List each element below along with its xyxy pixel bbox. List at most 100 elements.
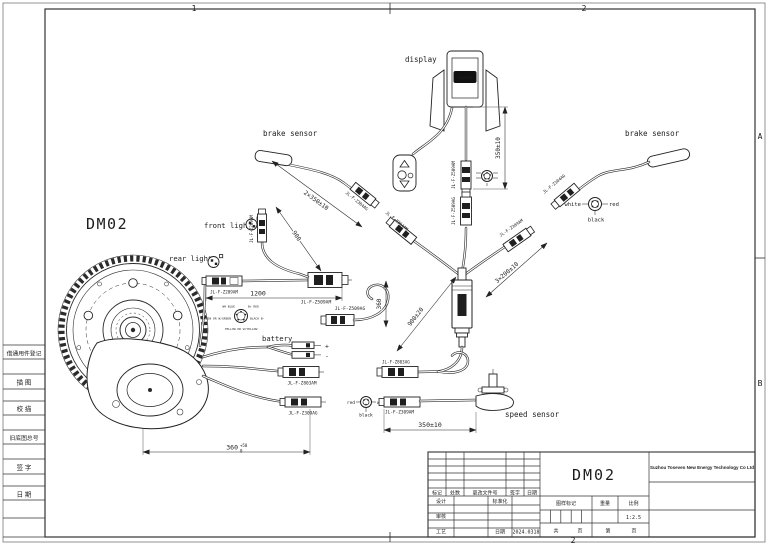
- speed-pinout: red white black: [347, 396, 391, 419]
- connector-front-light-code: JL-F-Z209AM: [249, 215, 254, 243]
- display-bracket-right: [485, 69, 501, 132]
- motor-pinout: WH BLUE B+ RED GREEN OR W/GREEN BLACK B-…: [202, 305, 265, 332]
- dim-2x350-text: 2×350±10: [302, 189, 330, 212]
- connector-battery-male: [277, 366, 324, 378]
- sidebar-row-date: 日 期: [17, 491, 32, 499]
- tb-scale: 比例: [628, 500, 638, 507]
- front-light-label: front light: [204, 221, 252, 230]
- brake-right-pin-white: white: [564, 202, 581, 208]
- battery-lug-minus: [291, 351, 315, 359]
- tb-sheet-no-page: 页: [631, 529, 636, 535]
- display-logo: TOSEVEN: [457, 76, 473, 80]
- dim-speed-350: 350±10: [383, 409, 477, 433]
- motor-pinout-yellow: YELLOW OR W/YELLOW: [225, 327, 258, 331]
- dim-branch-3x200: [485, 242, 548, 298]
- connector-speed-female: [279, 396, 326, 408]
- harness-splitter: JL-F-Z304AM JL-F-Z304AM 3×200±10 900±20 …: [376, 210, 548, 378]
- tb-check: 审核: [436, 513, 446, 520]
- connector-rear-light-code: JL-F-Z209AM: [210, 290, 238, 295]
- display-logo-plate: [453, 71, 477, 83]
- display-assembly: display TOSEVEN JL-F-Z509AM 35: [392, 50, 508, 226]
- zone-number-top-2: 2: [582, 4, 587, 13]
- tb-scale-value: 1:2.5: [626, 515, 641, 521]
- tb-design: 设计: [436, 498, 446, 505]
- tb-date-value: 2024.0318: [512, 530, 539, 536]
- connector-main-female: [320, 314, 355, 326]
- trunk-lower-cable: [416, 345, 464, 374]
- connector-speed-male-code: JL-F-Z309AM: [385, 410, 414, 416]
- battery-cable: [201, 345, 270, 359]
- remote-up-button: [399, 159, 410, 168]
- main-connector-group: JL-F-Z509AM JL-F-Z509AG 360 1200: [205, 272, 390, 328]
- rear-light-icon: [207, 254, 224, 268]
- tb-rev-date: 日期: [527, 490, 537, 496]
- tb-sheet-no: 第: [605, 528, 610, 535]
- model-label: DM02: [86, 215, 128, 233]
- motor-pinout-green: GREEN OR W/GREEN: [202, 317, 231, 321]
- brake-sensor-left: brake sensor JL-F-Z304AG 2×350±10: [254, 129, 380, 228]
- connector-display-male: [460, 160, 472, 195]
- brake-right-pinout: white red black: [564, 197, 619, 224]
- tb-weight: 重量: [600, 500, 610, 507]
- speed-mate-branch: JL-F-Z309AG 360 +50 0: [142, 396, 326, 455]
- main-female-loop-cable: [352, 283, 390, 322]
- motor-cables: [198, 278, 310, 404]
- speed-mate-cable: [201, 374, 287, 404]
- brake-lever-right: [646, 148, 691, 168]
- display-pinout: [476, 170, 498, 186]
- sidebar-row-signature: 签 字: [17, 463, 32, 472]
- connector-display-male-code: JL-F-Z509AM: [451, 161, 456, 189]
- sidebar-row-old-drawing-no: 旧底图总号: [10, 434, 39, 442]
- splitter-junction-body: [451, 267, 473, 348]
- dim-motor-cable-360: 360 +50 0: [142, 409, 311, 455]
- motor-pinout-red: B+ RED: [248, 305, 259, 309]
- display-label: display: [405, 55, 437, 64]
- connector-brake-right: [550, 182, 581, 210]
- zone-letter-b: B: [758, 379, 763, 388]
- tb-date-label: 日期: [495, 530, 505, 536]
- dim-display-350: 350±10: [473, 106, 508, 190]
- title-block: 标记 处数 更改文件号 签字 日期 设计 标准化 审核 工艺 日期 2024.0…: [427, 451, 756, 538]
- connector-main-female-code: JL-F-Z509AG: [335, 306, 366, 312]
- remote-power-button: [397, 170, 407, 180]
- dim-motor-360-plus: +50: [240, 443, 248, 448]
- tb-drawing-mark: 图样标记: [556, 500, 576, 507]
- speed-pin-black: black: [359, 413, 373, 419]
- motor-assembly: DM02: [57, 215, 209, 430]
- tb-company: Suzhou Toseven New Energy Technology Co …: [650, 465, 754, 470]
- sidebar-row-trace: 描 图: [17, 378, 32, 387]
- dim-loop-360-text: 360: [376, 298, 383, 309]
- connector-battery-female: [376, 366, 419, 378]
- tb-sheet-total: 共: [553, 528, 558, 535]
- rear-light-branch: rear light JL-F-Z209AM: [169, 254, 243, 295]
- connector-display-female: [460, 191, 472, 226]
- remote-side-button: [407, 172, 414, 179]
- motor-pinout-black: BLACK B-: [250, 317, 265, 321]
- dim-2x350: [271, 160, 363, 228]
- connector-main-male: [307, 272, 352, 288]
- zone-number-top-1: 1: [192, 4, 197, 13]
- tb-rev-sign: 签字: [510, 489, 520, 496]
- brake-right-label: brake sensor: [625, 129, 680, 138]
- dim-1200: 1200: [205, 288, 343, 301]
- dim-branch-3x200-text: 3×200±10: [494, 260, 521, 284]
- connector-front-light: [257, 208, 267, 243]
- rear-light-label: rear light: [169, 254, 212, 263]
- brake-left-cable: [288, 163, 357, 193]
- zone-number-bottom-2: 2: [571, 536, 576, 545]
- battery-plus-sign: +: [325, 343, 329, 351]
- dim-motor-360-zero: 0: [240, 449, 243, 454]
- connector-speed-female-code: JL-F-Z309AG: [288, 411, 317, 417]
- front-light-branch: front light JL-F-Z209AM 900: [204, 206, 322, 279]
- connector-battery-male-code: JL-F-Z803AM: [287, 381, 316, 387]
- brake-sensor-right: brake sensor JL-F-Z304AG white red black: [542, 129, 691, 224]
- tb-standardize: 标准化: [492, 498, 507, 505]
- motor-pinout-blue: WH BLUE: [222, 305, 235, 309]
- display-bracket-left: [429, 69, 445, 132]
- dim-trunk-900: [396, 276, 457, 352]
- connector-speed-male: [378, 396, 421, 408]
- dim-trunk-900-text: 900±20: [406, 306, 425, 328]
- brake-left-label: brake sensor: [263, 129, 318, 138]
